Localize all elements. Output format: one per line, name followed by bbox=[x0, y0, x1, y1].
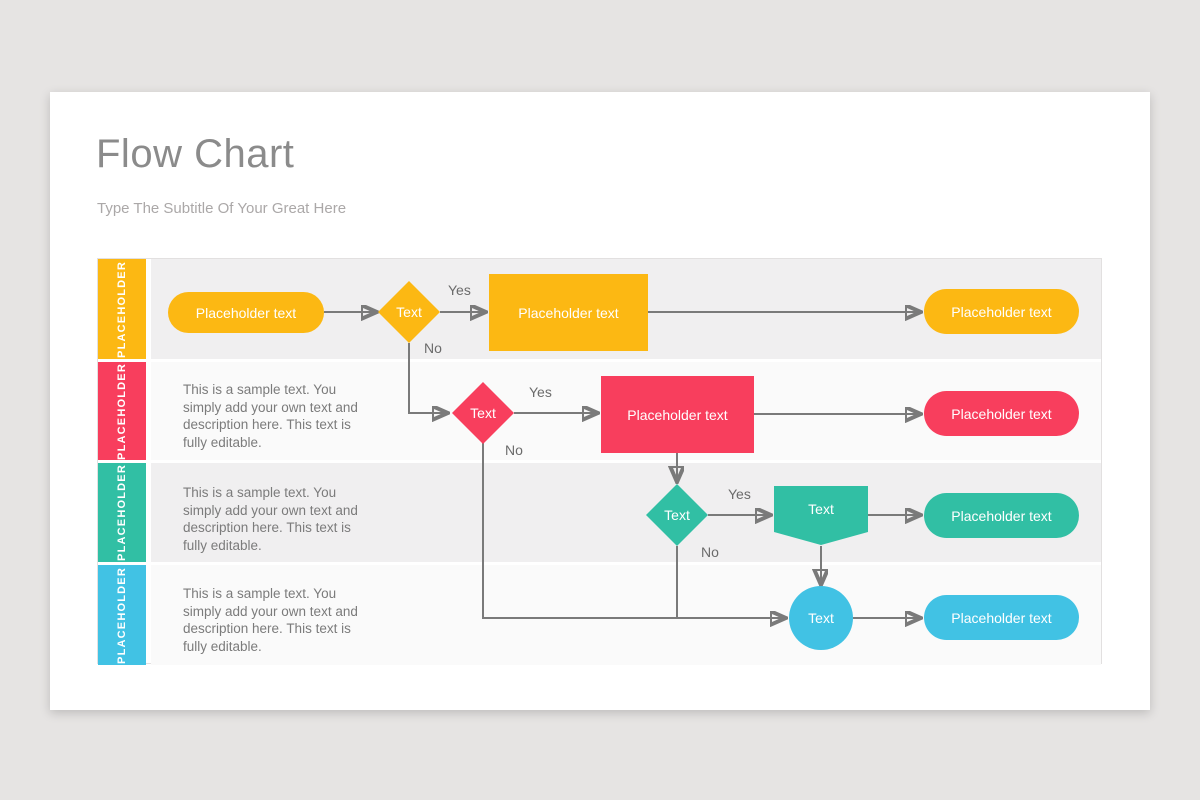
circle-r4: Text bbox=[789, 586, 853, 650]
flowchart-panel: PLACEHOLDER PLACEHOLDER PLACEHOLDER PLAC… bbox=[97, 258, 1102, 665]
page-title: Flow Chart bbox=[96, 132, 295, 176]
process-r1: Placeholder text bbox=[489, 274, 648, 351]
terminator-r4-end: Placeholder text bbox=[924, 595, 1079, 640]
branch-label-no: No bbox=[701, 544, 719, 560]
terminator-r1-end: Placeholder text bbox=[924, 289, 1079, 334]
process-r2: Placeholder text bbox=[601, 376, 754, 453]
terminator-r2-end-label: Placeholder text bbox=[951, 405, 1052, 422]
terminator-r4-end-label: Placeholder text bbox=[951, 609, 1052, 626]
decision-r3-label: Text bbox=[664, 507, 690, 523]
banner-r3-label: Text bbox=[808, 501, 834, 517]
decision-r1-label: Text bbox=[396, 304, 422, 320]
terminator-r1-start: Placeholder text bbox=[168, 292, 324, 333]
decision-r2-label: Text bbox=[470, 405, 496, 421]
banner-r3: Text bbox=[774, 486, 868, 545]
lane-tab-3-label: PLACEHOLDER bbox=[116, 464, 128, 561]
branch-label-yes: Yes bbox=[529, 384, 552, 400]
lane-tab-1-label: PLACEHOLDER bbox=[116, 260, 128, 358]
lane-2-description: This is a sample text. You simply add yo… bbox=[183, 382, 358, 450]
terminator-r3-end-label: Placeholder text bbox=[951, 507, 1052, 524]
branch-label-yes: Yes bbox=[448, 282, 471, 298]
lane-4-description: This is a sample text. You simply add yo… bbox=[183, 586, 358, 654]
lane-3-description: This is a sample text. You simply add yo… bbox=[183, 485, 358, 553]
lane-tab-2-label: PLACEHOLDER bbox=[116, 362, 128, 460]
terminator-r3-end: Placeholder text bbox=[924, 493, 1079, 538]
terminator-r1-start-label: Placeholder text bbox=[195, 304, 297, 321]
branch-label-yes: Yes bbox=[728, 486, 751, 502]
lane-tab-4-label: PLACEHOLDER bbox=[116, 566, 128, 664]
slide: Flow Chart Type The Subtitle Of Your Gre… bbox=[50, 92, 1150, 710]
terminator-r2-end: Placeholder text bbox=[924, 391, 1079, 436]
terminator-r1-end-label: Placeholder text bbox=[951, 303, 1052, 320]
lane-tab-1: PLACEHOLDER bbox=[98, 259, 146, 359]
process-r1-label: Placeholder text bbox=[518, 304, 619, 321]
circle-r4-label: Text bbox=[808, 610, 834, 626]
process-r2-label: Placeholder text bbox=[627, 406, 728, 423]
branch-label-no: No bbox=[424, 340, 442, 356]
lane-tab-4: PLACEHOLDER bbox=[98, 565, 146, 665]
page-subtitle: Type The Subtitle Of Your Great Here bbox=[97, 200, 347, 217]
lane-tab-3: PLACEHOLDER bbox=[98, 463, 146, 562]
branch-label-no: No bbox=[505, 442, 523, 458]
lane-tab-2: PLACEHOLDER bbox=[98, 362, 146, 460]
